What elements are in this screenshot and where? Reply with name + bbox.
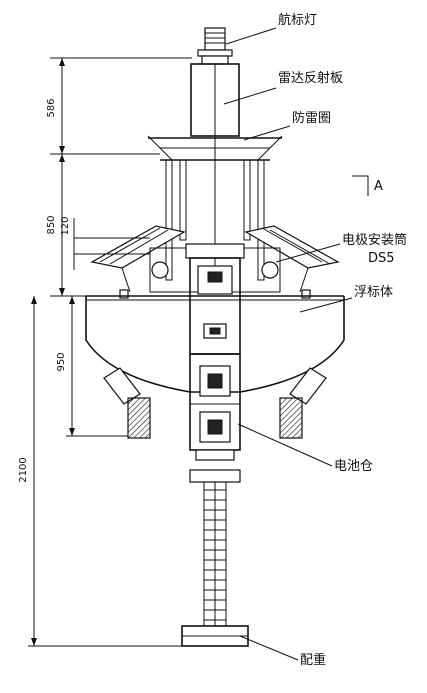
leader-lines xyxy=(223,27,369,661)
label-radar-reflector: 雷达反射板 xyxy=(278,70,343,86)
label-ds5: DS5 xyxy=(368,251,395,266)
counterweight xyxy=(181,625,249,647)
label-view-marker: A xyxy=(374,179,383,194)
dim-586: 586 xyxy=(46,98,57,117)
solar-panels xyxy=(90,225,340,293)
dim-850: 850 xyxy=(46,215,57,234)
label-counterweight: 配重 xyxy=(300,652,326,668)
nav-light xyxy=(197,27,233,65)
label-lightning-ring: 防雷圈 xyxy=(292,110,331,126)
dim-2100: 2100 xyxy=(18,457,29,482)
chain-rod xyxy=(203,481,227,627)
battery-compartment xyxy=(189,353,241,483)
dim-950: 950 xyxy=(56,352,67,371)
dimension-lines xyxy=(28,57,192,647)
electrode-tube xyxy=(185,243,245,355)
buoy-skids xyxy=(103,367,327,439)
label-battery-compartment: 电池仓 xyxy=(334,459,373,474)
label-nav-light: 航标灯 xyxy=(278,12,317,28)
frame-posts xyxy=(165,159,265,281)
dimension-values: 586 850 120 950 2100 xyxy=(18,98,71,482)
label-buoy-body: 浮标体 xyxy=(354,285,393,300)
lightning-ring xyxy=(147,135,283,161)
label-electrode-tube: 电极安装筒 xyxy=(342,232,407,248)
labels: 航标灯 雷达反射板 防雷圈 A 电极安装筒 DS5 浮标体 电池仓 配重 xyxy=(278,12,407,668)
dim-120: 120 xyxy=(60,216,71,235)
